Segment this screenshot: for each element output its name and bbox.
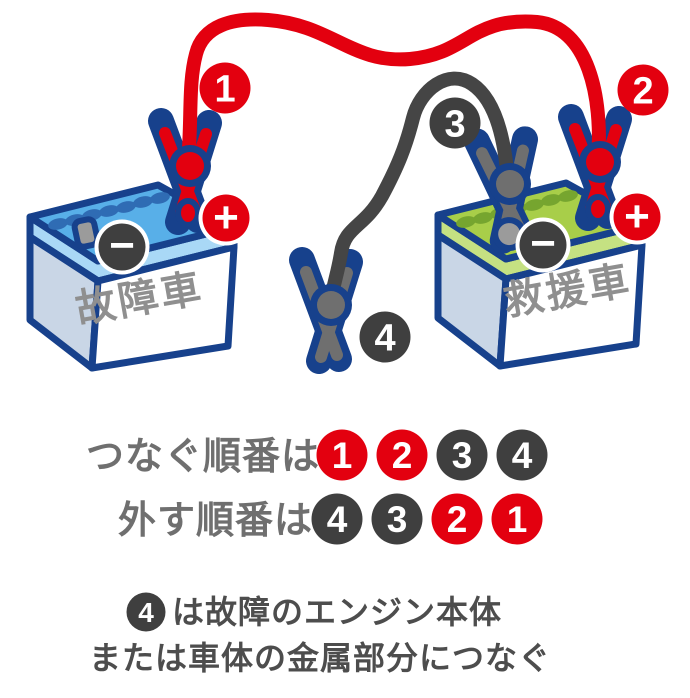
minus-terminal-badge-broken: − <box>94 219 150 275</box>
step-number: 1 <box>214 69 235 111</box>
step-number: 4 <box>374 318 395 360</box>
plus-terminal-badge-broken: + <box>198 190 254 246</box>
clamp-boot <box>585 194 611 224</box>
order-step-number: 2 <box>447 499 468 540</box>
step-callout-3: 3 <box>429 97 481 149</box>
order-step-number: 4 <box>512 435 533 476</box>
step-callout-1: 1 <box>199 62 251 114</box>
black-negative-jumper-cable <box>323 71 515 311</box>
order-step-number: 3 <box>452 435 473 476</box>
order-step-number: 2 <box>392 435 413 476</box>
negative-terminal-post <box>71 216 101 250</box>
order-step-circle: 2 <box>431 493 483 545</box>
order-step-circle: 1 <box>316 429 368 481</box>
order-step-circle: 2 <box>376 429 428 481</box>
battery-front-face <box>88 243 238 372</box>
step-callout-4: 4 <box>359 311 411 363</box>
clamp-1-pivot <box>169 145 211 187</box>
note-step-number: 4 <box>138 597 154 628</box>
step-number: 2 <box>632 71 653 113</box>
note-line-2: または車体の金属部分につなぐ <box>89 640 551 676</box>
order-step-circle: 1 <box>491 493 543 545</box>
connect-order-label: つなぐ順番は <box>86 436 320 478</box>
note-text-1: は故障のエンジン本体 <box>172 594 502 630</box>
disconnect-order-row: 外す順番は 4 3 2 1 <box>118 493 543 545</box>
clamp-boot <box>175 198 201 228</box>
order-step-number: 1 <box>332 435 353 476</box>
battery-front-face <box>496 241 646 370</box>
order-step-circle: 3 <box>371 493 423 545</box>
note-line-1: 4 は故障のエンジン本体 <box>126 592 502 632</box>
plus-terminal-badge-rescue: + <box>609 189 665 245</box>
order-step-number: 1 <box>507 499 528 540</box>
clamp-3-pivot <box>489 163 531 205</box>
step-number: 3 <box>444 104 465 146</box>
step-callout-2: 2 <box>617 64 669 116</box>
order-step-circle: 4 <box>496 429 548 481</box>
connect-order-row: つなぐ順番は 1 2 3 4 <box>86 429 548 481</box>
minus-terminal-badge-rescue: − <box>515 217 571 273</box>
disconnect-order-label: 外す順番は <box>118 500 313 542</box>
order-step-circle: 4 <box>311 493 363 545</box>
plus-icon: + <box>213 193 239 242</box>
plus-icon: + <box>624 192 650 241</box>
order-step-number: 4 <box>327 499 348 540</box>
note-step-badge: 4 <box>126 592 166 632</box>
minus-icon: − <box>109 221 135 270</box>
minus-icon: − <box>530 219 556 268</box>
order-step-number: 3 <box>387 499 408 540</box>
clamp-2-pivot <box>579 141 621 183</box>
clamp-4-pivot <box>310 284 352 326</box>
red-positive-jumper-cable <box>181 12 606 169</box>
order-step-circle: 3 <box>436 429 488 481</box>
